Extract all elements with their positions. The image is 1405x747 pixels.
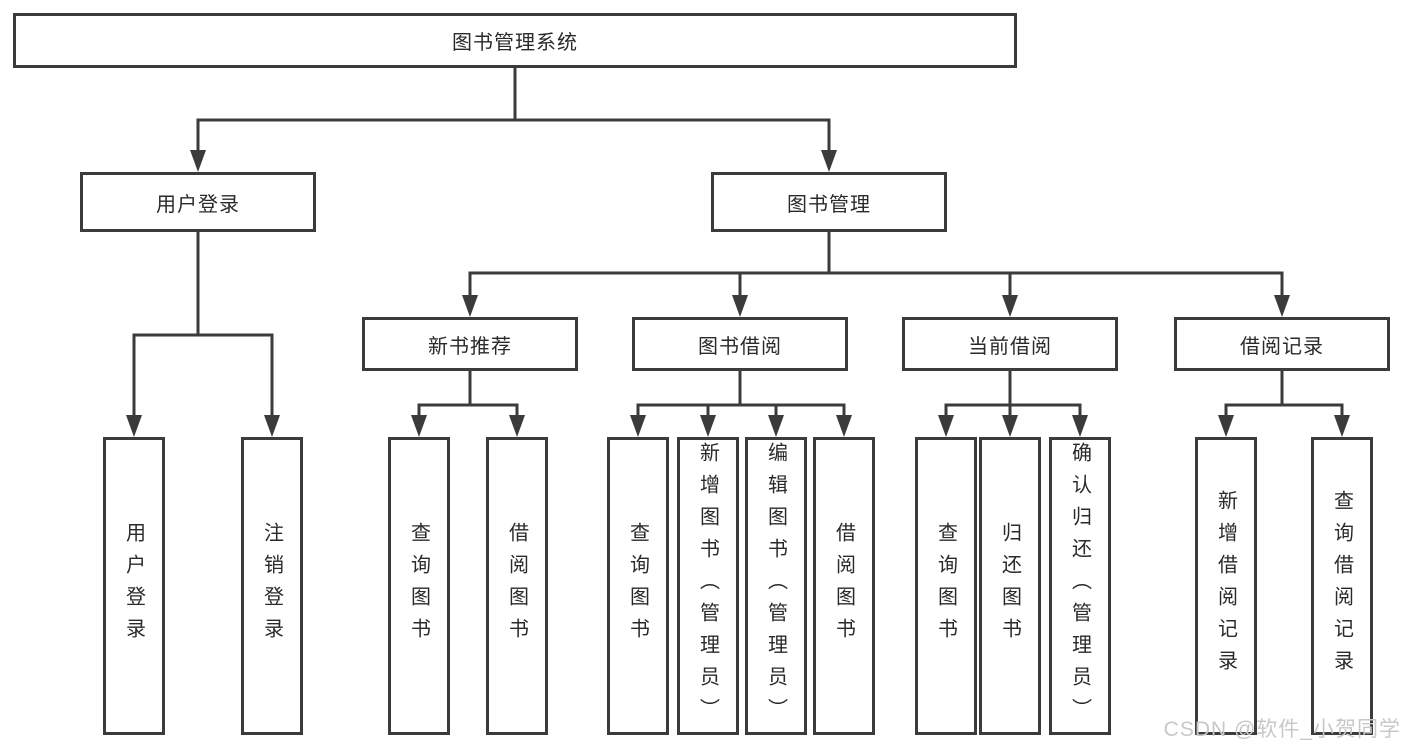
watermark: CSDN @软件_小贺同学 [1163,718,1401,741]
arrowhead-icon [411,415,427,437]
leaf-query-borrow-record: 查询借阅记录 [1311,437,1373,735]
arrowhead-icon [836,415,852,437]
leaf-user-login: 用户登录 [103,437,165,735]
node-book-management-label: 图书管理 [787,193,871,216]
leaf-query-books-recommend: 查询图书 [388,437,450,735]
leaf-confirm-return-admin: 确认归还（管理员） [1049,437,1111,735]
leaf-borrow-books-recommend: 借阅图书 [486,437,548,735]
arrowhead-icon [630,415,646,437]
leaf-return-books: 归还图书 [979,437,1041,735]
leaf-confirm-return-admin-label: 确认归还（管理员） [1068,442,1091,730]
leaf-add-borrow-record-label: 新增借阅记录 [1214,490,1237,682]
node-new-book-recommend-label: 新书推荐 [428,335,512,358]
arrowhead-icon [1002,295,1018,317]
node-user-login: 用户登录 [80,172,316,232]
arrowhead-icon [700,415,716,437]
leaf-logout-label: 注销登录 [260,522,283,650]
leaf-query-books-recommend-label: 查询图书 [407,522,430,650]
leaf-edit-books-admin: 编辑图书（管理员） [745,437,807,735]
arrowhead-icon [264,415,280,437]
leaf-edit-books-admin-label: 编辑图书（管理员） [764,442,787,730]
leaf-borrow-books: 借阅图书 [813,437,875,735]
leaf-query-books-borrow: 查询图书 [607,437,669,735]
arrowhead-icon [1274,295,1290,317]
node-book-borrow: 图书借阅 [632,317,848,371]
arrowhead-icon [732,295,748,317]
leaf-query-books-borrow-label: 查询图书 [626,522,649,650]
leaf-add-books-admin: 新增图书（管理员） [677,437,739,735]
arrowhead-icon [821,150,837,172]
arrowhead-icon [1072,415,1088,437]
node-new-book-recommend: 新书推荐 [362,317,578,371]
node-root: 图书管理系统 [13,13,1017,68]
node-borrow-records-label: 借阅记录 [1240,335,1324,358]
node-borrow-records: 借阅记录 [1174,317,1390,371]
leaf-add-books-admin-label: 新增图书（管理员） [696,442,719,730]
leaf-logout: 注销登录 [241,437,303,735]
arrowhead-icon [509,415,525,437]
node-current-borrow: 当前借阅 [902,317,1118,371]
leaf-user-login-label: 用户登录 [122,522,145,650]
leaf-borrow-books-recommend-label: 借阅图书 [505,522,528,650]
leaf-return-books-label: 归还图书 [998,522,1021,650]
arrowhead-icon [462,295,478,317]
node-book-borrow-label: 图书借阅 [698,335,782,358]
node-root-label: 图书管理系统 [452,32,578,54]
leaf-query-books-current: 查询图书 [915,437,977,735]
arrowhead-icon [1002,415,1018,437]
arrowhead-icon [1218,415,1234,437]
arrowhead-icon [190,150,206,172]
node-user-login-label: 用户登录 [156,193,240,216]
leaf-borrow-books-label: 借阅图书 [832,522,855,650]
arrowhead-icon [1334,415,1350,437]
node-current-borrow-label: 当前借阅 [968,335,1052,358]
leaf-query-borrow-record-label: 查询借阅记录 [1330,490,1353,682]
arrowhead-icon [938,415,954,437]
leaf-query-books-current-label: 查询图书 [934,522,957,650]
leaf-add-borrow-record: 新增借阅记录 [1195,437,1257,735]
arrowhead-icon [768,415,784,437]
node-book-management: 图书管理 [711,172,947,232]
arrowhead-icon [126,415,142,437]
